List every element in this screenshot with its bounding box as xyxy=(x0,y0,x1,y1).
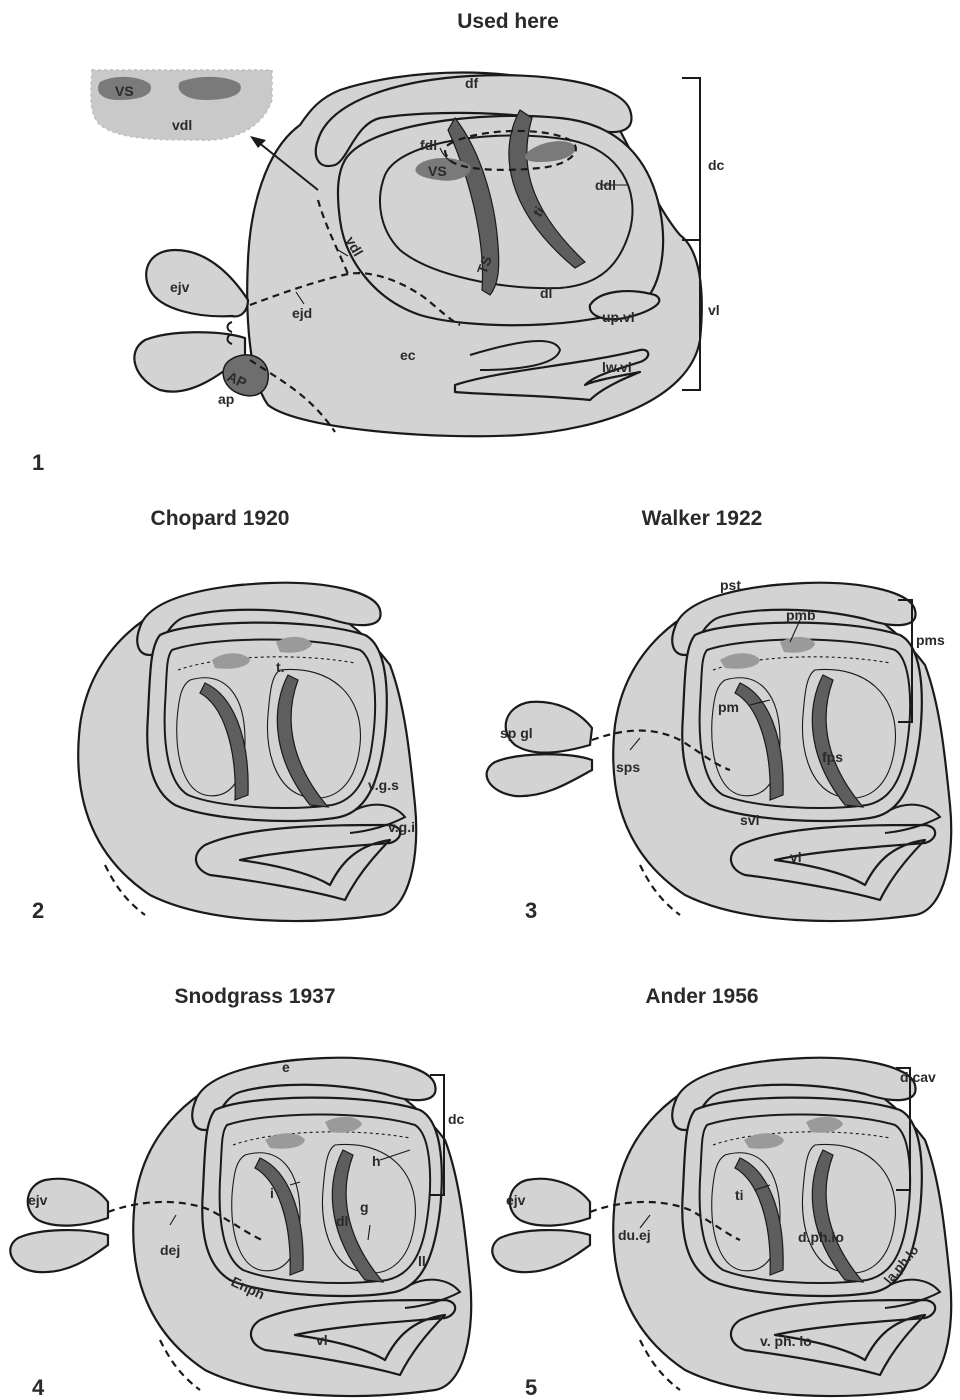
label-dphlo: d.ph.lo xyxy=(798,1229,844,1245)
panel-2-number: 2 xyxy=(32,898,44,923)
panel-1-title: Used here xyxy=(457,10,559,33)
panel-4-title: Snodgrass 1937 xyxy=(174,985,335,1008)
label-ejv: ejv xyxy=(170,279,190,295)
label-ap-small: ap xyxy=(218,391,234,407)
label-dc: dc xyxy=(708,157,725,173)
panel-1: Used here xyxy=(32,10,725,475)
label-ec: ec xyxy=(400,347,416,363)
dc-bracket xyxy=(682,78,700,240)
label-dl: dl xyxy=(540,285,552,301)
label-t: t. xyxy=(276,659,285,675)
label-g: g xyxy=(360,1199,369,1215)
label-pm: pm xyxy=(718,699,739,715)
inset-vs-label: VS xyxy=(115,83,134,99)
panel-1-number: 1 xyxy=(32,450,44,475)
panel-5: Ander 1956 d.cav ti d.ph.lo ejv du.ej la… xyxy=(492,985,951,1400)
label-dl4: dl xyxy=(336,1213,348,1229)
panel-5-number: 5 xyxy=(525,1375,537,1400)
label-i: i xyxy=(270,1185,274,1201)
label-fps: fps xyxy=(822,749,843,765)
label-vl3: vl xyxy=(790,849,802,865)
panel-2: Chopard 1920 t. v.g.s v.g.i 2 xyxy=(32,507,416,923)
panel-4-number: 4 xyxy=(32,1375,45,1400)
ejaculatory-vesicle xyxy=(146,250,248,316)
label-vl4: vl xyxy=(316,1332,328,1348)
label-up-vl: up.vl xyxy=(602,309,635,325)
panel-5-title: Ander 1956 xyxy=(645,985,758,1008)
label-pmb: pmb xyxy=(786,607,816,623)
label-pst: pst xyxy=(720,577,741,593)
label-dej: dej xyxy=(160,1242,180,1258)
label-sp-gl: sp gl xyxy=(500,725,533,741)
label-ti5: ti xyxy=(735,1187,744,1203)
label-svl: svl xyxy=(740,812,759,828)
label-pms: pms xyxy=(916,632,945,648)
label-dcav: d.cav xyxy=(900,1069,936,1085)
label-ddl: ddl xyxy=(595,177,616,193)
label-h: h xyxy=(372,1153,381,1169)
label-e: e xyxy=(282,1059,290,1075)
label-df: df xyxy=(465,75,479,91)
panel-3: Walker 1922 pst pmb pms pm fps sp gl sps… xyxy=(487,507,952,923)
inset-vdl-label: vdl xyxy=(172,117,192,133)
label-fdl: fdl xyxy=(420,137,437,153)
label-vgi: v.g.i xyxy=(388,819,415,835)
label-ll: ll xyxy=(418,1253,426,1269)
label-vphlo: v. ph. lo xyxy=(760,1333,812,1349)
label-duej: du.ej xyxy=(618,1227,651,1243)
label-sps: sps xyxy=(616,759,640,775)
panel-4: Snodgrass 1937 e dc h i dl g ejv dej Enp… xyxy=(10,985,471,1400)
label-lw-vl: lw.vl xyxy=(602,359,632,375)
label-vs: VS xyxy=(428,163,447,179)
label-vgs: v.g.s xyxy=(368,777,399,793)
panel-3-number: 3 xyxy=(525,898,537,923)
panel-3-title: Walker 1922 xyxy=(642,507,763,530)
panel-2-title: Chopard 1920 xyxy=(151,507,290,530)
label-vl: vl xyxy=(708,302,720,318)
label-ejv5: ejv xyxy=(506,1192,526,1208)
label-ejv4: ejv xyxy=(28,1192,48,1208)
label-dc4: dc xyxy=(448,1111,465,1127)
label-ejd: ejd xyxy=(292,305,312,321)
